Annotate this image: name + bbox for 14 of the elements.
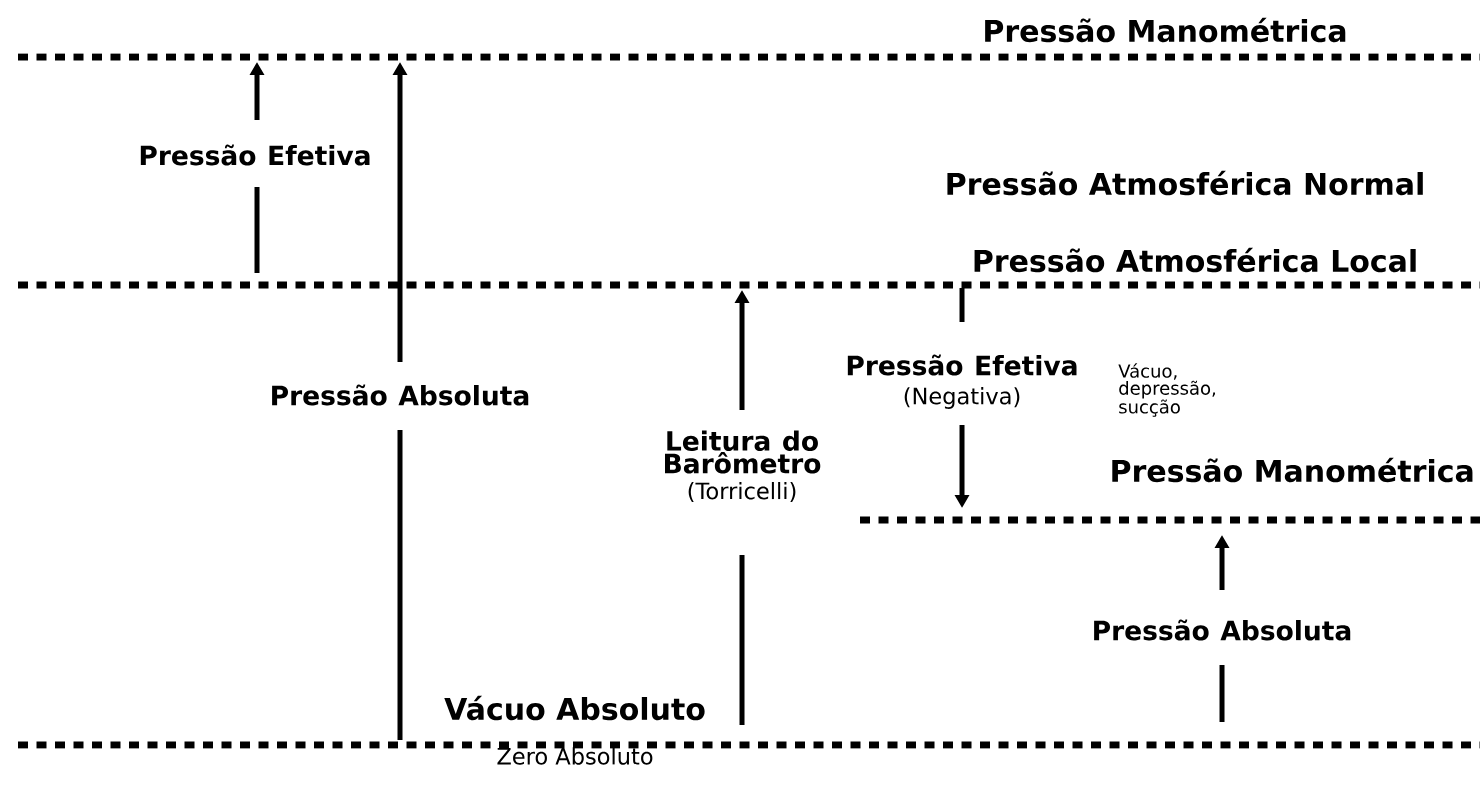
level-label: Pressão Manométrica xyxy=(985,17,1346,43)
level-label: Vácuo Absoluto xyxy=(444,695,705,721)
measure-label: Pressão Absoluta xyxy=(272,384,529,406)
measure-note: (Negativa) xyxy=(904,387,1020,409)
level-label: Pressão Manométrica xyxy=(1112,457,1473,483)
level-note: Zero Absoluto xyxy=(497,747,653,765)
measure-note: (Torricelli) xyxy=(688,482,796,503)
level-label: Pressão Atmosférica Local xyxy=(974,247,1416,273)
measure-label: Pressão Absoluta xyxy=(1094,619,1351,641)
measure-label: Leitura do Barômetro xyxy=(665,430,821,474)
measure-label: Pressão Efetiva xyxy=(847,354,1077,376)
measure-label: Pressão Efetiva xyxy=(140,144,370,166)
note-text: Vácuo, depressão, sucção xyxy=(1118,363,1215,417)
level-label: Pressão Atmosférica Normal xyxy=(947,170,1423,196)
